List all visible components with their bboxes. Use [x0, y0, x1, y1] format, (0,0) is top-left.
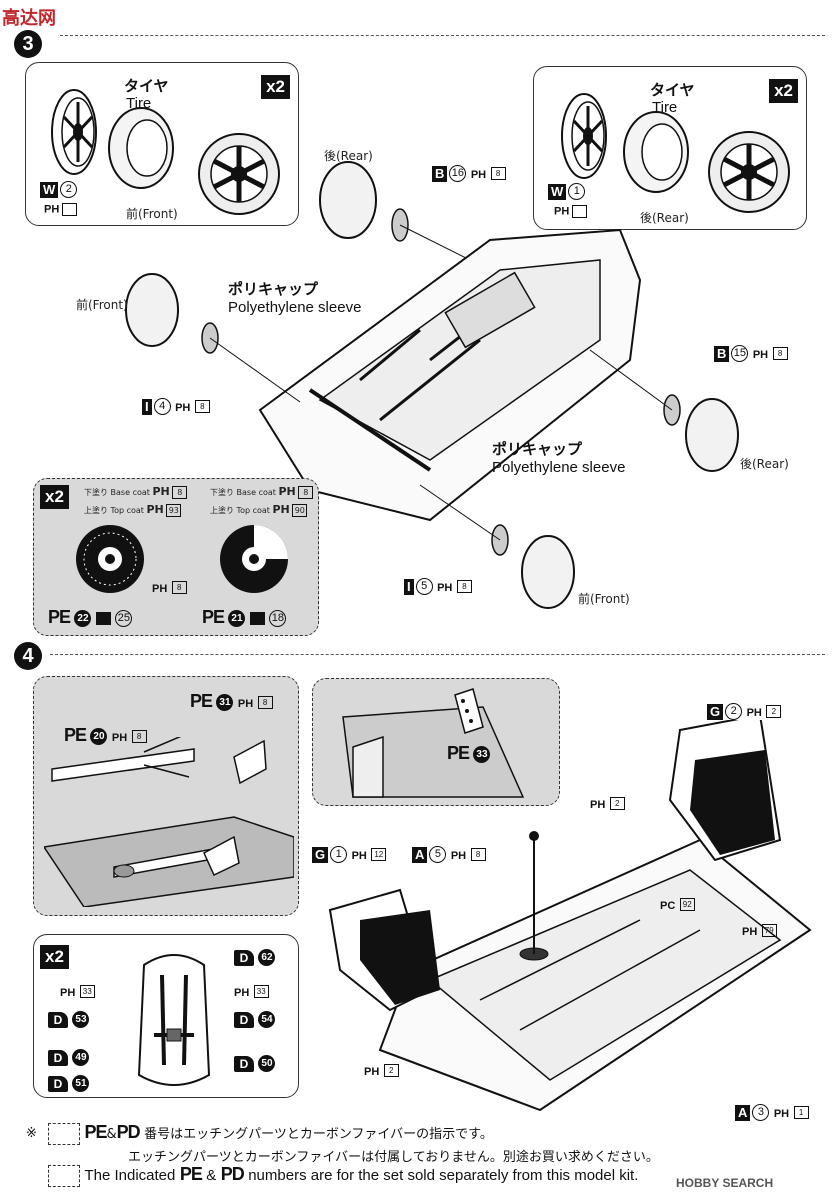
- step4-divider: [50, 654, 825, 655]
- wheel-rim-icon: [561, 93, 607, 179]
- site-logo: 高达网: [2, 8, 56, 29]
- ph-right: PH 33: [234, 983, 269, 1001]
- tire-icon: [108, 107, 174, 189]
- x2-badge: x2: [40, 485, 69, 509]
- step4-number: 4: [14, 642, 42, 670]
- footer-line-1: PE&PD 番号はエッチングパーツとカーボンファイバーの指示です。: [48, 1122, 493, 1145]
- center-ph: PH 8: [152, 579, 187, 597]
- floor-pan-drawing: [328, 720, 812, 1112]
- poly-sleeve-label-1: ポリキャップ Polyethylene sleeve: [228, 280, 362, 316]
- assembled-wheel-icon: [198, 133, 280, 215]
- brake-disc-panel: x2 下塗り Base coat PH 8 上塗り Top coat PH 93…: [33, 478, 319, 636]
- etching-assembly-a: [44, 737, 294, 907]
- brake-disc-right-icon: [220, 525, 288, 593]
- d62-label: D 62: [234, 949, 276, 967]
- right-base-coat: 下塗り Base coat PH 8: [210, 485, 314, 499]
- seat-harness-icon: [137, 954, 211, 1086]
- rear-label-right: 後(Rear): [740, 457, 789, 471]
- chassis-drawing: [125, 161, 739, 609]
- x2-badge: x2: [261, 75, 290, 99]
- rear-label: 後(Rear): [640, 211, 689, 225]
- tire-label-jp: タイヤ: [124, 77, 169, 95]
- pe31-label: PE 31 PH 8: [190, 691, 273, 712]
- right-top-coat: 上塗り Top coat PH 90: [210, 503, 308, 517]
- step3-divider: [60, 35, 825, 36]
- pe21-label: PE 21 18: [202, 607, 287, 628]
- front-label-left: 前(Front): [76, 298, 128, 312]
- footer-line-2: The Indicated PE & PD numbers are for th…: [48, 1164, 638, 1187]
- etching-panel-a: PE 31 PH 8 PE 20 PH 8: [33, 676, 299, 916]
- harness-panel: x2 D 62 PH 33 PH 33 D 53 D 54 D 49 D 50 …: [33, 934, 299, 1098]
- ph-color-w1: PH: [554, 205, 588, 218]
- pe33-label: PE 33: [447, 743, 491, 764]
- step3-number: 3: [14, 30, 42, 58]
- ph-color-w2: PH: [44, 203, 78, 216]
- etching-panel-b: PE 33: [312, 678, 560, 806]
- d50-label: D 50: [234, 1055, 276, 1073]
- d54-label: D 54: [234, 1011, 276, 1029]
- front-label: 前(Front): [126, 207, 178, 221]
- d49-label: D 49: [48, 1049, 90, 1067]
- rear-label-top: 後(Rear): [324, 149, 373, 163]
- front-label-bottom: 前(Front): [578, 592, 630, 606]
- wheel-rim-icon: [51, 89, 97, 175]
- pe22-label: PE 22 25: [48, 607, 133, 628]
- ph-top: PH 2: [590, 795, 625, 813]
- brake-disc-left-icon: [76, 525, 144, 593]
- assembled-wheel-icon: [708, 131, 790, 213]
- x2-badge: x2: [769, 79, 798, 103]
- left-base-coat: 下塗り Base coat PH 8: [84, 485, 188, 499]
- ph-seat: PH 2: [364, 1062, 399, 1080]
- tire-label-jp: タイヤ: [650, 81, 695, 99]
- left-top-coat: 上塗り Top coat PH 93: [84, 503, 182, 517]
- ph-left: PH 33: [60, 983, 95, 1001]
- d51-label: D 51: [48, 1075, 90, 1093]
- x2-badge: x2: [40, 945, 69, 969]
- pe20-label: PE 20 PH 8: [64, 725, 147, 746]
- tire-icon: [623, 111, 689, 193]
- footer-mark: ※: [26, 1126, 37, 1141]
- etching-assembly-b: [342, 688, 525, 798]
- pc92: PC 92: [660, 896, 695, 914]
- ph79: PH 79: [742, 922, 777, 940]
- d53-label: D 53: [48, 1011, 90, 1029]
- watermark: HOBBY SEARCH: [676, 1176, 774, 1190]
- poly-sleeve-label-2: ポリキャップ Polyethylene sleeve: [492, 440, 626, 476]
- footer-line-1b: エッチングパーツとカーボンファイバーは付属しておりません。別途お買い求めください…: [128, 1150, 659, 1165]
